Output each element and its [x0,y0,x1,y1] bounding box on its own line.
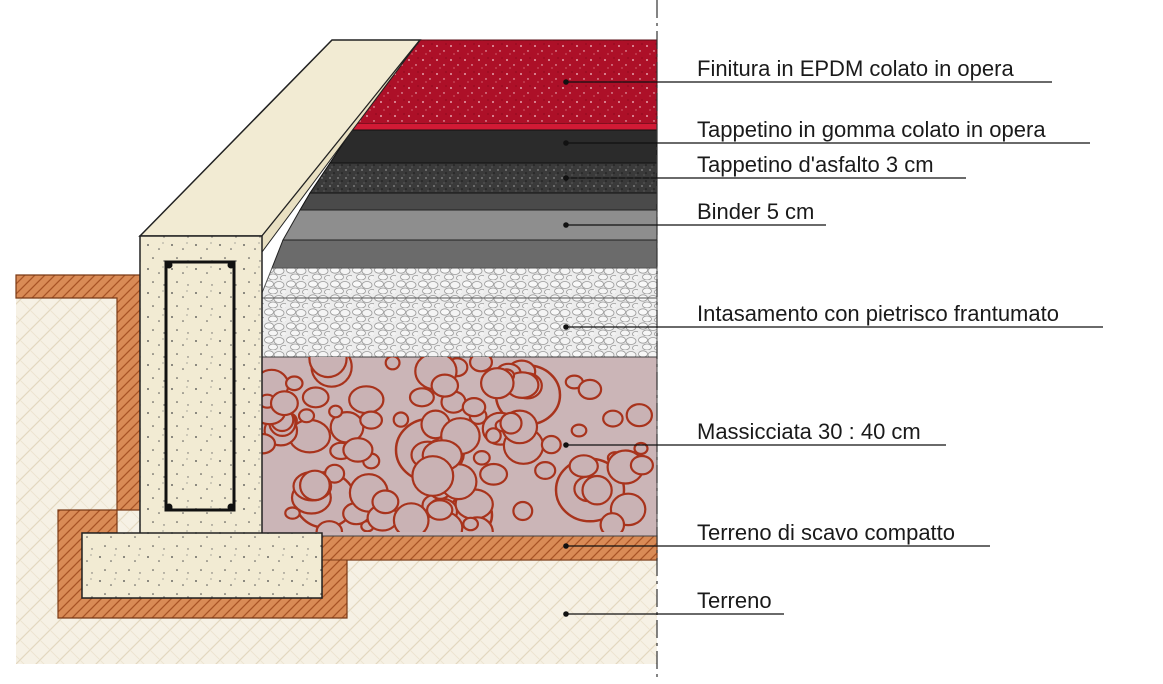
label-gomma: Tappetino in gomma colato in opera [697,117,1046,142]
label-asfalto: Tappetino d'asfalto 3 cm [697,152,934,177]
leader-binder: Binder 5 cm [563,199,826,228]
leader-scavo: Terreno di scavo compatto [563,520,990,549]
massicciata-stones [260,357,655,532]
rebar-bar [165,503,173,511]
label-binder: Binder 5 cm [697,199,814,224]
layer-binder-edge [271,239,658,269]
layer-epdm-edge [352,124,657,130]
rebar-bar [227,261,235,269]
curb-wall [139,235,263,537]
layer-asfalto-edge [299,192,658,211]
label-massicciata: Massicciata 30 : 40 cm [697,419,921,444]
label-epdm: Finitura in EPDM colato in opera [697,56,1014,81]
leader-intasamento: Intasamento con pietrisco frantumato [563,301,1103,330]
terreno-scavo-top [321,535,658,561]
label-scavo: Terreno di scavo compatto [697,520,955,545]
rebar-bar [227,503,235,511]
leader-massicciata: Massicciata 30 : 40 cm [563,419,946,448]
label-terreno: Terreno [697,588,772,613]
rebar-cage [164,260,236,512]
leader-epdm: Finitura in EPDM colato in opera [563,56,1052,85]
leader-asfalto: Tappetino d'asfalto 3 cm [563,152,966,181]
leader-gomma: Tappetino in gomma colato in opera [563,117,1090,146]
layer-gomma [329,129,658,164]
leader-terreno: Terreno [563,588,784,617]
curb-footing [81,532,323,599]
rebar-bar [165,261,173,269]
layer-intasamento-top [259,267,658,299]
label-intasamento: Intasamento con pietrisco frantumato [697,301,1059,326]
